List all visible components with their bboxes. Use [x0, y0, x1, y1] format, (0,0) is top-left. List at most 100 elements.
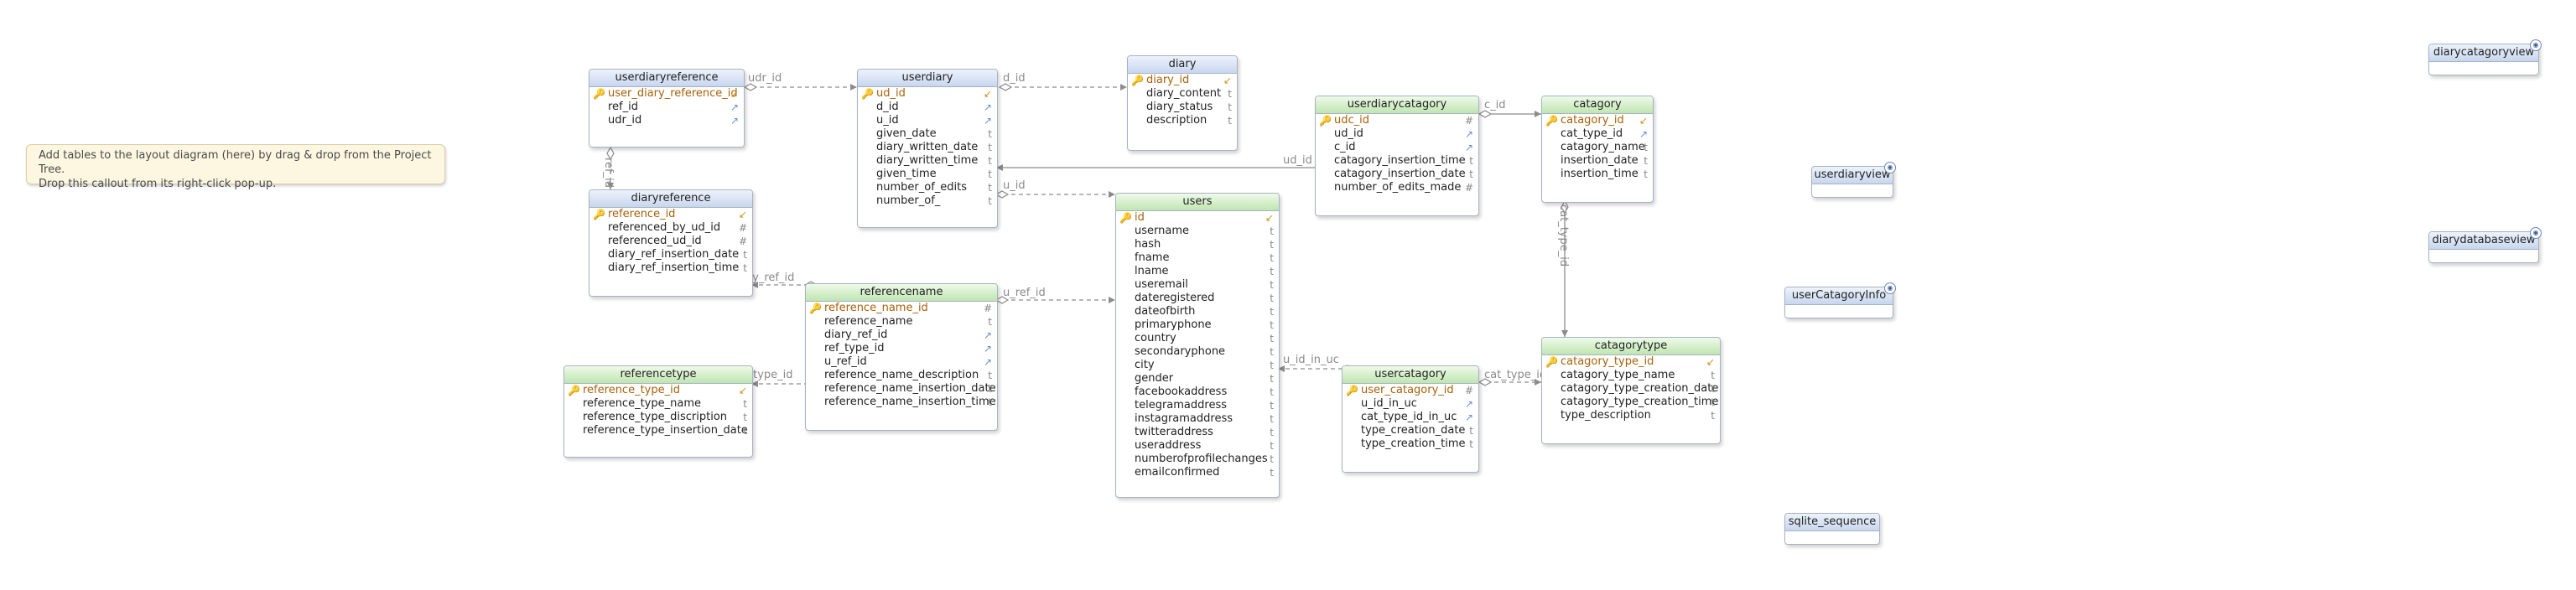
table-diaryreference[interactable]: diaryreference 🔑reference_id↙ referenced… [589, 189, 753, 297]
field-row[interactable]: cat_type_id_in_uc↗ [1343, 411, 1478, 424]
field-row[interactable]: d_id↗ [858, 101, 997, 114]
field-row[interactable]: udr_id↗ [589, 114, 744, 127]
field-row[interactable]: 🔑catagory_type_id↙ [1542, 355, 1720, 369]
field-row[interactable]: c_id↗ [1316, 141, 1478, 154]
table-userdiarycatagory[interactable]: userdiarycatagory 🔑udc_id# ud_id↗ c_id↗ … [1315, 96, 1479, 216]
table-catagory[interactable]: catagory 🔑catagory_id↙ cat_type_id↗ cata… [1541, 96, 1654, 203]
field-row[interactable]: ud_id↗ [1316, 127, 1478, 141]
field-row[interactable]: 🔑ud_id↙ [858, 87, 997, 101]
field-row[interactable]: 🔑reference_name_id# [806, 302, 997, 315]
view-userdiaryview[interactable]: userdiaryview ◉ [1811, 162, 1896, 198]
field-row[interactable]: 🔑catagory_id↙ [1542, 114, 1653, 127]
field-row[interactable]: 🔑udc_id# [1316, 114, 1478, 127]
field-row[interactable]: 🔑id↙ [1116, 211, 1279, 225]
field-row[interactable]: 🔑diary_id↙ [1128, 74, 1237, 87]
rel-label-u-id-in-uc: u_id_in_uc [1283, 354, 1339, 366]
field-row[interactable]: 🔑reference_type_id↙ [564, 384, 752, 397]
help-callout[interactable]: Add tables to the layout diagram (here) … [26, 144, 445, 190]
field-row[interactable]: 🔑user_catagory_id# [1343, 384, 1478, 397]
field-row[interactable]: u_id_in_uc↗ [1343, 397, 1478, 411]
table-sqlite-sequence[interactable]: sqlite_sequence [1784, 513, 1880, 545]
key-icon: 🔑 [1545, 356, 1558, 368]
table-userdiaryreference[interactable]: userdiaryreference 🔑user_diary_reference… [589, 69, 745, 148]
view-diarydatabaseview[interactable]: diarydatabaseview ◉ [2428, 227, 2542, 263]
field-row[interactable]: number_of_t [858, 194, 997, 208]
view-diarycatagoryview[interactable]: diarycatagoryview ◉ [2428, 39, 2542, 75]
rel-label-c-id: c_id [1484, 99, 1506, 111]
field-name: description [1146, 114, 1208, 127]
table-usercatagory[interactable]: usercatagory 🔑user_catagory_id# u_id_in_… [1342, 365, 1479, 473]
field-row[interactable]: referenced_ud_id# [589, 235, 752, 248]
field-row[interactable]: number_of_edits_made# [1316, 181, 1478, 194]
table-userdiary[interactable]: userdiary 🔑ud_id↙ d_id↗ u_id↗ given_date… [857, 69, 998, 228]
field-row[interactable]: u_id↗ [858, 114, 997, 127]
field-row[interactable]: cat_type_id↗ [1542, 127, 1653, 141]
field-row[interactable]: referenced_by_ud_id# [589, 221, 752, 235]
field-row[interactable]: 🔑reference_id↙ [589, 208, 752, 221]
view-usercatagoryinfo[interactable]: userCatagoryInfo ◉ [1784, 282, 1896, 318]
field-row[interactable]: 🔑user_diary_reference_id↙ [589, 87, 744, 101]
field-row[interactable]: ref_id↗ [589, 101, 744, 114]
primary-key-icon: ↙ [738, 385, 747, 396]
table-referencename[interactable]: referencename 🔑reference_name_id# refere… [805, 283, 998, 431]
type-icon: t [743, 398, 747, 410]
primary-key-icon: ↙ [1706, 356, 1715, 368]
table-catagorytype[interactable]: catagorytype 🔑catagory_type_id↙ catagory… [1541, 337, 1721, 444]
table-referencetype[interactable]: referencetype 🔑reference_type_id↙ refere… [564, 365, 753, 458]
type-icon: t [988, 168, 992, 180]
field-row[interactable]: ref_type_id↗ [806, 342, 997, 355]
field-row[interactable]: u_ref_id↗ [806, 355, 997, 369]
field-row[interactable]: diary_ref_id↗ [806, 329, 997, 342]
